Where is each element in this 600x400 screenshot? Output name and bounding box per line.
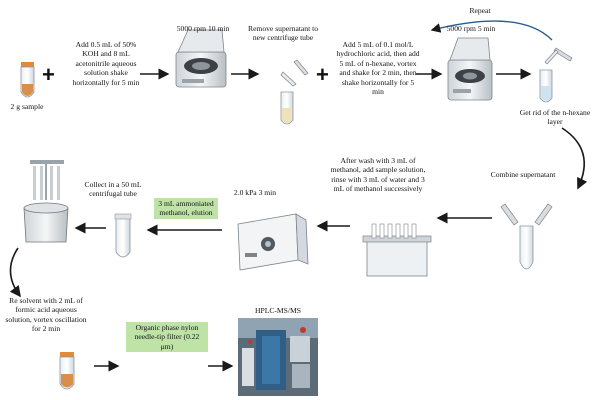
combine-label: Combine supernatant [490,170,556,179]
sample-tube-icon [20,62,35,98]
y-connector-icon [500,203,553,270]
repeat-arrow [430,20,553,41]
plus-sign: + [316,62,329,87]
get-rid-label: Get rid of the n-hexane layer [519,108,591,127]
final-tube-icon [59,352,75,390]
repeat-label: Repeat [469,6,491,15]
sample-label: 2 g sample [10,102,44,111]
hexane-tube-icon [539,47,573,103]
collect-label: Collect in a 50 mL centrifugal tube [84,180,142,199]
resolvent-label: Re solvent with 2 mL of formic acid aque… [5,296,87,334]
add-hcl-label: Add 5 mL of 0.1 mol/L hydrochloric acid,… [336,40,420,97]
hplc-instrument-icon [238,318,318,396]
elution-label: 3 mL ammoniated methanol, elution [154,198,218,219]
centrifuge-2-label: 5000 rpm 5 min [446,24,496,33]
collection-tube-icon [114,213,132,258]
flow-arrow [561,127,588,190]
hplc-label: HPLC-MS/MS [254,306,301,315]
centrifuge-1-label: 5000 rpm 10 min [176,24,230,33]
wash-label: After wash with 3 mL of methanol, add sa… [330,156,426,194]
vacuum-pump-icon [237,213,309,271]
pressure-label: 2.0 kPa 3 min [233,188,277,197]
centrifuge-icon [175,29,227,88]
evaporator-icon [23,160,69,243]
filter-label: Organic phase nylon needle-tip filter (0… [126,322,208,353]
centrifuge-icon [447,37,493,101]
plus-sign: + [42,62,55,87]
spe-manifold-icon [362,223,432,277]
remove-supernatant-label: Remove supernatant to new centrifuge tub… [248,24,319,43]
pipette-tube-icon [280,59,309,125]
flow-arrow [9,247,21,298]
add-koh-label: Add 0.5 mL of 50% KOH and 8 mL acetonitr… [72,40,140,87]
